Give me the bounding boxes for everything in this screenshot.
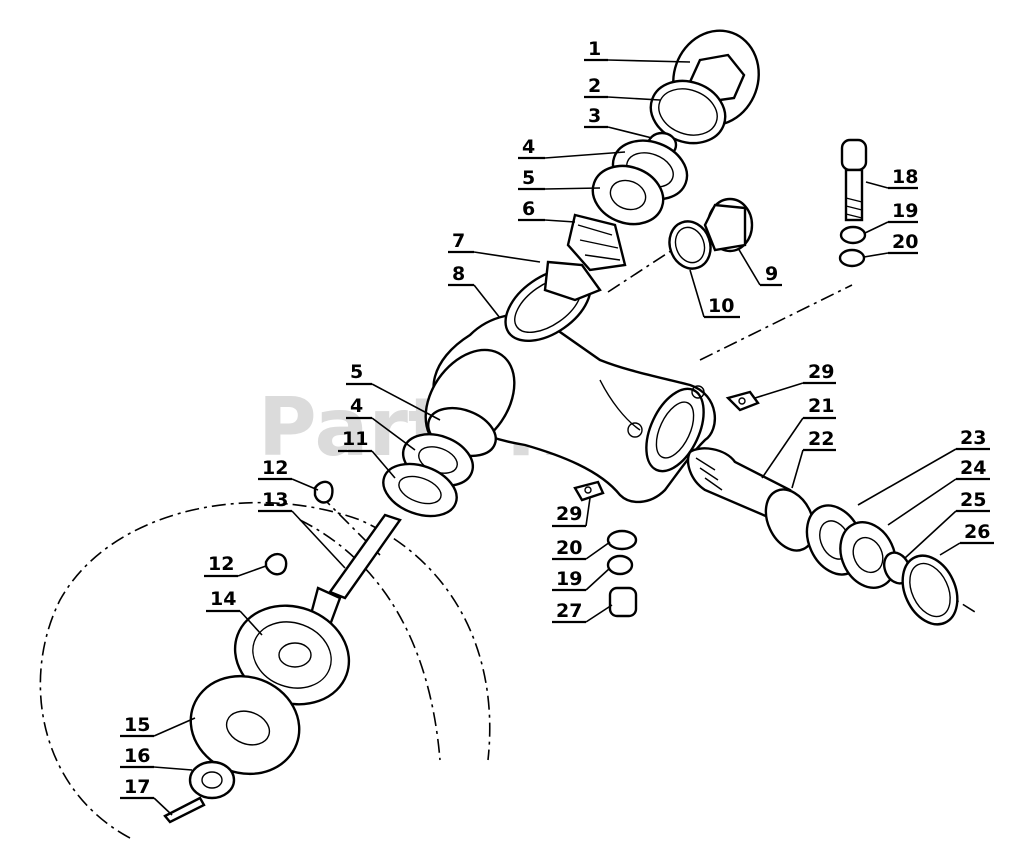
washer-part-20-lower	[606, 529, 638, 551]
svg-text:20: 20	[892, 231, 918, 253]
plug-part-9	[703, 197, 754, 253]
callout-16: 16	[120, 745, 193, 771]
svg-text:2: 2	[588, 75, 601, 97]
key-part-12-upper	[313, 480, 334, 504]
svg-text:25: 25	[960, 489, 986, 511]
svg-text:3: 3	[588, 105, 601, 127]
callout-29-lower: 29	[552, 497, 591, 528]
svg-text:23: 23	[960, 427, 986, 449]
washer-part-20-right	[838, 248, 866, 268]
svg-text:1: 1	[588, 38, 601, 60]
svg-text:19: 19	[892, 200, 918, 222]
callout-12-lower: 12	[204, 553, 267, 578]
bevel-gear-part-6	[566, 213, 627, 272]
collar-part-22	[764, 488, 816, 552]
svg-text:24: 24	[960, 457, 986, 479]
callout-14: 14	[206, 588, 263, 636]
svg-text:10: 10	[708, 295, 734, 317]
gasket-part-10	[668, 220, 712, 270]
blade-outline	[39, 501, 491, 839]
shaft-part-7	[543, 260, 602, 302]
svg-text:19: 19	[556, 568, 582, 590]
svg-text:11: 11	[342, 428, 368, 450]
callout-29-upper: 29	[754, 361, 836, 399]
callout-5-upper: 5	[518, 167, 601, 191]
bolt-part-27	[608, 586, 638, 618]
svg-text:29: 29	[556, 503, 582, 525]
callout-6: 6	[518, 198, 576, 223]
callout-20-right: 20	[863, 231, 918, 258]
svg-text:27: 27	[556, 600, 582, 622]
callout-3: 3	[584, 105, 653, 139]
callout-15: 15	[120, 714, 196, 738]
svg-text:5: 5	[522, 167, 535, 189]
callout-26: 26	[939, 521, 994, 556]
washer-part-19-right	[839, 225, 867, 245]
svg-text:4: 4	[350, 395, 363, 417]
svg-text:6: 6	[522, 198, 535, 220]
callout-12-upper: 12	[258, 457, 319, 491]
callout-1: 1	[584, 38, 691, 63]
callout-17: 17	[120, 776, 173, 816]
svg-text:20: 20	[556, 537, 582, 559]
callout-4-lower: 4	[346, 395, 416, 451]
callout-4-upper: 4	[518, 136, 626, 160]
bolt-part-18	[840, 138, 868, 222]
washer-part-19-lower	[606, 554, 634, 576]
svg-text:15: 15	[124, 714, 150, 736]
svg-text:22: 22	[808, 428, 834, 450]
svg-text:18: 18	[892, 166, 918, 188]
svg-text:8: 8	[452, 263, 465, 285]
callout-5-lower: 5	[346, 361, 441, 421]
svg-text:12: 12	[262, 457, 288, 479]
callout-7: 7	[448, 230, 541, 263]
svg-text:7: 7	[452, 230, 465, 252]
callout-21: 21	[761, 395, 836, 479]
gear-housing	[424, 267, 717, 504]
svg-text:5: 5	[350, 361, 363, 383]
callout-23: 23	[857, 427, 990, 506]
plate-part-29-upper	[725, 390, 760, 412]
bolt-part-17	[163, 796, 206, 824]
callout-13: 13	[258, 489, 346, 569]
bearing-part-24	[839, 521, 897, 589]
svg-text:13: 13	[262, 489, 288, 511]
key-part-12-lower	[264, 553, 288, 576]
svg-text:14: 14	[210, 588, 236, 610]
svg-text:21: 21	[808, 395, 834, 417]
callout-19-lower: 19	[552, 567, 611, 592]
callout-2: 2	[584, 75, 661, 101]
plate-part-29-lower	[573, 480, 605, 502]
callout-25: 25	[904, 489, 990, 559]
svg-text:4: 4	[522, 136, 535, 158]
callout-22: 22	[791, 428, 836, 489]
snap-ring-part-26	[901, 554, 959, 626]
svg-text:17: 17	[124, 776, 150, 798]
snap-ring-part-11	[382, 462, 458, 518]
callout-20-lower: 20	[552, 537, 611, 561]
callout-10: 10	[689, 269, 740, 319]
svg-text:16: 16	[124, 745, 150, 767]
callout-18: 18	[865, 166, 918, 190]
callout-9: 9	[737, 247, 782, 287]
bearing-part-5-upper	[591, 164, 665, 226]
callout-27: 27	[552, 600, 613, 624]
callout-8: 8	[448, 263, 501, 319]
svg-text:29: 29	[808, 361, 834, 383]
svg-text:26: 26	[964, 521, 990, 543]
svg-text:12: 12	[208, 553, 234, 575]
callout-24: 24	[887, 457, 990, 526]
nut-part-16	[188, 760, 236, 800]
callout-11: 11	[338, 428, 396, 479]
svg-text:9: 9	[765, 263, 778, 285]
callout-19-right: 19	[864, 200, 918, 234]
